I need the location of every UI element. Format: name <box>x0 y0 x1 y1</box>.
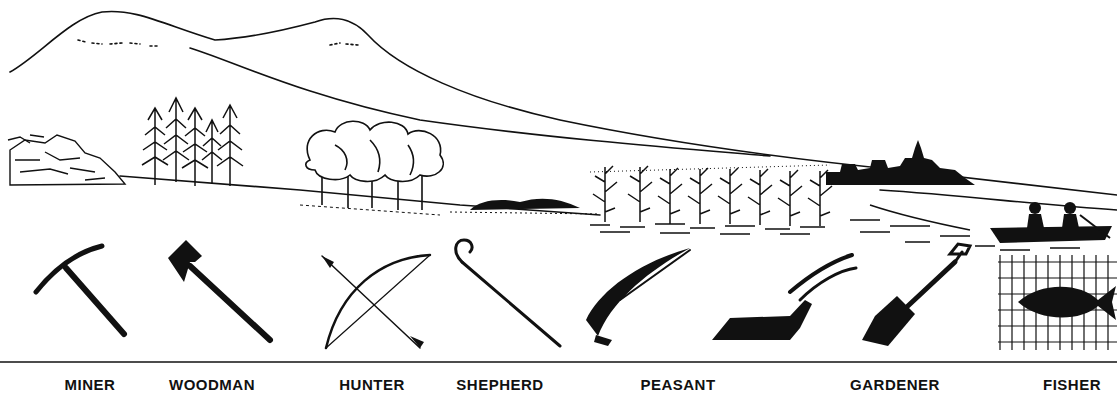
occupation-label: FISHER <box>1043 376 1101 394</box>
occupation-label: MINER <box>65 376 116 394</box>
occupation-label: GARDENER <box>850 376 940 394</box>
occupation-label: WOODMAN <box>169 376 255 394</box>
occupation-label: PEASANT <box>640 376 715 394</box>
occupation-label: HUNTER <box>339 376 405 394</box>
occupation-label: SHEPHERD <box>456 376 543 394</box>
